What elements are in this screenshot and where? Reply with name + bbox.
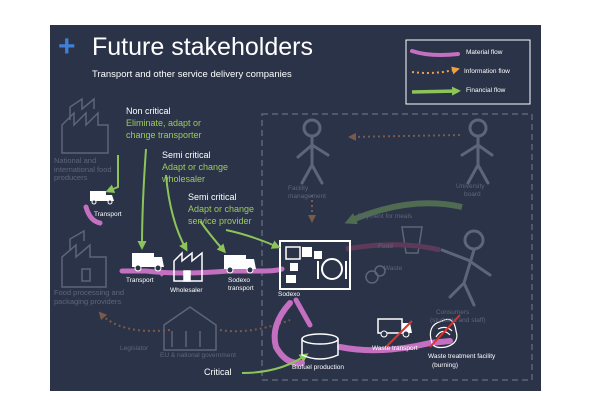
financial-flow-swatch xyxy=(411,86,461,96)
material-flow-swatch xyxy=(410,49,460,57)
legend-box xyxy=(405,39,531,105)
legend-financial: Financial flow xyxy=(466,87,506,94)
legislation-info-flow-2 xyxy=(219,319,291,333)
food-flow-faded xyxy=(345,242,441,253)
critical-arrow xyxy=(241,353,309,374)
food-processing-label: Food processing and packaging providers xyxy=(54,288,125,306)
biofuel-tank-icon xyxy=(301,333,339,360)
page-title: Future stakeholders xyxy=(92,33,313,61)
semi-critical-2-head: Semi critical xyxy=(188,192,237,202)
consumers-label-1: Consumers xyxy=(436,309,470,316)
waste-pile-icon xyxy=(365,265,386,284)
semi-critical-1-head: Semi critical xyxy=(162,150,211,160)
semi-critical-2-line2: service provider xyxy=(188,216,252,226)
transport-top-truck-icon xyxy=(90,191,114,205)
board-to-facility-info-flow xyxy=(348,132,461,141)
waste-transport-label: Waste transport xyxy=(372,345,418,352)
transport-truck-icon xyxy=(132,253,164,272)
food-processing-factory-icon xyxy=(61,229,107,288)
sodexo-to-waste-flow xyxy=(337,338,453,354)
non-critical-line1: Eliminate, adapt or xyxy=(126,118,202,128)
semi-critical-transport-arrow xyxy=(199,220,226,254)
legend-information: Information flow xyxy=(464,68,510,75)
sodexo-transport-label-2: transport xyxy=(228,285,254,292)
semi-critical-1-line1: Adapt or change xyxy=(162,162,229,172)
transport-top-label: Transport xyxy=(94,211,122,218)
legislator-label: Legislator xyxy=(120,345,149,352)
producers-to-transport-flow xyxy=(83,204,103,226)
non-critical-line2: change transporter xyxy=(126,130,202,140)
food-producers-factory-icon xyxy=(61,97,109,154)
biofuel-label: Biofuel production xyxy=(292,364,345,371)
sodexo-waste-branch-flow xyxy=(293,297,313,328)
food-label: Food xyxy=(378,243,393,250)
non-critical-head: Non critical xyxy=(126,106,171,116)
waste-treatment-label-2: (burning) xyxy=(432,362,459,369)
waste-transport-cross xyxy=(385,320,413,348)
university-board-label-2: board xyxy=(464,191,481,198)
sodexo-label: Sodexo xyxy=(278,291,301,298)
plus-icon: + xyxy=(58,30,76,63)
national-food-producers-label: National and international food producer… xyxy=(54,156,112,183)
payment-flow-faded xyxy=(344,200,463,225)
waste-treatment-cross xyxy=(429,314,461,348)
university-board-label-1: University xyxy=(456,183,485,190)
diagram-canvas xyxy=(61,39,533,381)
facility-management-label-2: management xyxy=(288,193,326,200)
wholesaler-label: Wholesaler xyxy=(170,287,203,294)
semi-critical-sodexo-arrow xyxy=(225,229,281,249)
eu-government-label: EU & national government xyxy=(160,352,236,359)
food-cup-icon xyxy=(401,226,423,254)
waste-label: Waste xyxy=(384,265,403,272)
legislation-info-flow xyxy=(98,311,171,332)
semi-critical-1-line2: wholesaler xyxy=(162,174,206,184)
payment-for-meals-label: Payment for meals xyxy=(358,213,413,220)
waste-treatment-icon xyxy=(429,318,458,349)
consumers-label-2: (students and staff) xyxy=(430,317,486,324)
sodexo-to-biofuel-flow xyxy=(271,300,305,367)
government-building-icon xyxy=(163,306,217,351)
semi-critical-wholesaler-arrow xyxy=(165,174,188,252)
non-critical-arrow xyxy=(137,148,147,250)
transport-label: Transport xyxy=(126,277,154,284)
non-critical-arrow-top xyxy=(105,155,119,193)
critical-label: Critical xyxy=(204,367,232,377)
sodexo-kitchen-icon xyxy=(279,240,351,290)
legend-material: Material flow xyxy=(466,49,503,56)
waste-truck-icon xyxy=(377,318,412,338)
semi-critical-2-line1: Adapt or change xyxy=(188,204,255,214)
facility-management-person-icon xyxy=(296,118,330,185)
waste-treatment-label-1: Waste treatment facility xyxy=(428,353,496,360)
facility-management-label-1: Facility xyxy=(288,185,309,192)
system-boundary xyxy=(261,113,533,381)
slide: + Future stakeholders Transport and othe… xyxy=(50,25,541,391)
page-subtitle: Transport and other service delivery com… xyxy=(92,69,292,80)
wholesaler-factory-icon xyxy=(173,251,203,282)
university-board-person-icon xyxy=(460,118,494,185)
information-flow-swatch xyxy=(411,66,460,75)
consumers-person-icon xyxy=(440,229,492,307)
sodexo-transport-label-1: Sodexo xyxy=(228,277,251,284)
sodexo-transport-truck-icon xyxy=(224,255,256,274)
